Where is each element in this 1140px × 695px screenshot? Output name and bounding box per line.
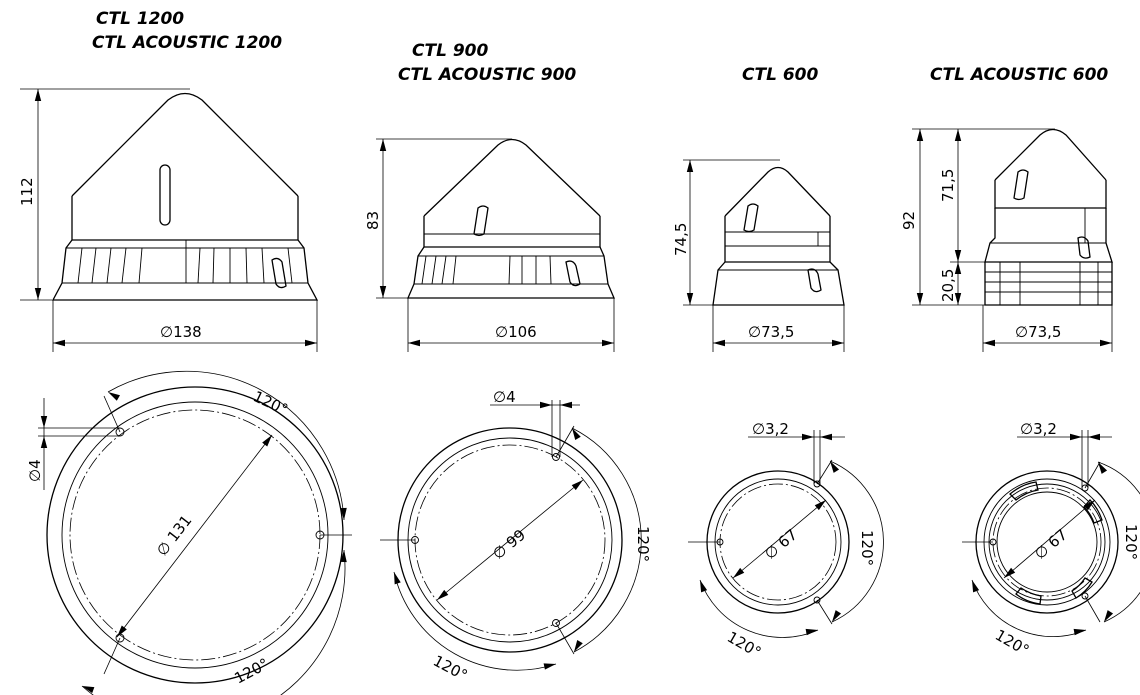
angle-label-1-ctl-acoustic-600: 120° [1122, 524, 1140, 560]
top-view-ctl600: ∅3,2 ∅ 67 120° 120° [688, 420, 884, 662]
height-upper-label-ctl-acoustic-600: 71,5 [939, 169, 957, 202]
height-label-ctl1200: 112 [18, 177, 36, 206]
height-dimension-ctl600: 74,5 [672, 159, 780, 306]
height-label-ctl600: 74,5 [672, 223, 690, 256]
hole-diameter-label-ctl900: ∅4 [493, 388, 516, 406]
width-dimension-ctl-acoustic-600: ∅73,5 [982, 305, 1113, 352]
height-lower-label-ctl-acoustic-600: 20,5 [939, 269, 957, 302]
diameter-label-ctl1200: ∅138 [160, 323, 202, 341]
side-view-ctl600 [712, 166, 845, 306]
bolt-circle-label-ctl-acoustic-600: ∅ 67 [1031, 526, 1071, 564]
angle-label-1-ctl900: 120° [634, 526, 652, 562]
title-ctl-acoustic-900: CTL ACOUSTIC 900 [398, 65, 576, 85]
side-view-ctl1200 [51, 92, 319, 301]
width-dimension-ctl600: ∅73,5 [712, 305, 845, 352]
angle-label-2-ctl-acoustic-600: 120° [992, 626, 1032, 660]
title-ctl-acoustic-1200: CTL ACOUSTIC 1200 [92, 33, 282, 53]
height-dimension-ctl1200: 112 [18, 88, 190, 301]
diameter-label-ctl600: ∅73,5 [748, 323, 794, 341]
title-ctl-acoustic-600: CTL ACOUSTIC 600 [930, 65, 1108, 85]
height-label-ctl900: 83 [364, 211, 382, 230]
hole-diameter-label-ctl-acoustic-600: ∅3,2 [1020, 420, 1057, 438]
angle-label-2-ctl1200: 120° [231, 655, 271, 688]
side-view-ctl-acoustic-600 [984, 128, 1113, 306]
top-view-ctl1200: ∅4 ∅ 131 120° 120° [26, 370, 352, 695]
height-dimensions-ctl-acoustic-600: 92 71,5 20,5 [900, 128, 1055, 306]
width-dimension-ctl900: ∅106 [407, 298, 615, 352]
bolt-circle-label-ctl1200: ∅ 131 [153, 512, 196, 560]
hole-diameter-label-ctl600: ∅3,2 [752, 420, 789, 438]
angle-label-2-ctl600: 120° [724, 628, 764, 662]
hole-diameter-label-ctl1200: ∅4 [26, 459, 44, 482]
bolt-circle-label-ctl600: ∅ 67 [761, 526, 801, 564]
height-total-label-ctl-acoustic-600: 92 [900, 211, 918, 230]
diameter-label-ctl-acoustic-600: ∅73,5 [1015, 323, 1061, 341]
width-dimension-ctl1200: ∅138 [52, 300, 318, 352]
height-dimension-ctl900: 83 [364, 138, 512, 299]
title-ctl1200: CTL 1200 [96, 9, 184, 29]
bolt-circle-label-ctl900: ∅ 99 [489, 526, 529, 563]
title-ctl600: CTL 600 [742, 65, 818, 85]
title-ctl900: CTL 900 [412, 41, 488, 61]
top-view-ctl-acoustic-600: ∅3,2 ∅ 67 120° 120° [962, 420, 1140, 660]
side-view-ctl900 [407, 138, 615, 299]
angle-label-1-ctl1200: 120° [250, 387, 290, 419]
diameter-label-ctl900: ∅106 [495, 323, 537, 341]
angle-label-1-ctl600: 120° [858, 530, 876, 566]
top-view-ctl900: ∅4 ∅ 99 120° 120° [380, 388, 652, 684]
angle-label-2-ctl900: 120° [430, 652, 470, 685]
